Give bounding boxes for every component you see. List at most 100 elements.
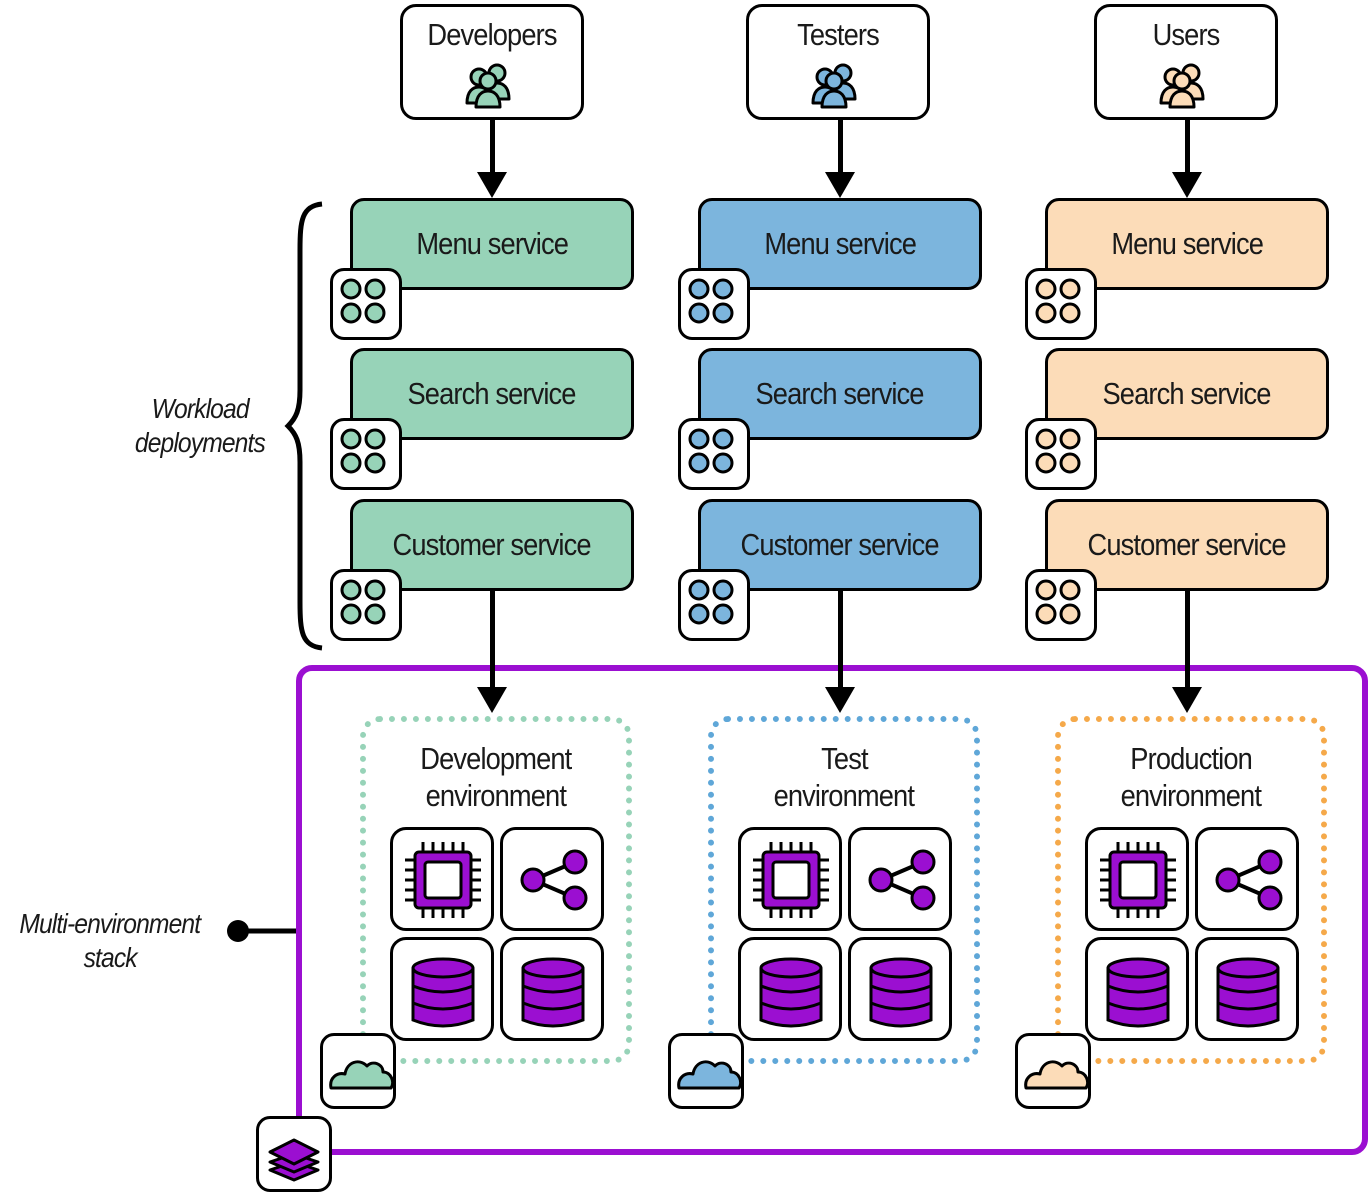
storage-resource — [1085, 937, 1189, 1041]
arrow-actor-to-service-0-shaft — [490, 120, 495, 174]
env-title-line2: environment — [1120, 778, 1262, 813]
multi-environment-stack-label: Multi-environment stack — [0, 907, 220, 975]
actor-label: Testers — [797, 17, 880, 52]
share-network-icon — [868, 849, 936, 911]
arrow-service-to-env-1-head — [825, 687, 855, 713]
database-icon — [411, 957, 475, 1028]
pod-badge — [330, 569, 402, 641]
people-group-icon — [1159, 63, 1205, 109]
pod-badge — [678, 569, 750, 641]
arrow-service-to-env-2-head — [1172, 687, 1202, 713]
arrow-service-to-env-2-shaft — [1185, 590, 1190, 689]
container-pod-icon — [340, 278, 386, 324]
container-pod-icon — [1035, 428, 1081, 474]
pod-badge — [330, 268, 402, 340]
service-label: Search service — [1102, 376, 1272, 411]
curly-brace — [284, 201, 323, 651]
container-pod-icon — [1035, 278, 1081, 324]
pod-badge — [1025, 418, 1097, 490]
cloud-icon — [1024, 1060, 1090, 1090]
environment-box — [360, 716, 632, 1064]
arrow-service-to-env-0-head — [477, 687, 507, 713]
compute-resource — [1085, 827, 1189, 931]
service-label: Customer service — [740, 527, 940, 562]
cpu-chip-icon — [1100, 842, 1176, 918]
pod-badge — [1025, 569, 1097, 641]
arrow-actor-to-service-1-head — [825, 172, 855, 198]
storage-resource — [738, 937, 842, 1041]
arrow-actor-to-service-2-head — [1172, 172, 1202, 198]
stack-layers-badge — [256, 1116, 332, 1192]
database-icon — [521, 957, 585, 1028]
pod-badge — [330, 418, 402, 490]
stack-line1: Multi-environment — [19, 908, 202, 939]
cloud-badge — [668, 1033, 744, 1109]
actor-box-testers: Testers — [746, 4, 930, 120]
actor-box-users: Users — [1094, 4, 1278, 120]
arrow-service-to-env-1-shaft — [838, 590, 843, 689]
env-title-line2: environment — [425, 778, 567, 813]
multi-environment-stack-container — [296, 665, 1368, 1155]
cloud-icon — [677, 1060, 743, 1090]
service-box: Search service — [1045, 348, 1329, 440]
container-pod-icon — [688, 278, 734, 324]
network-resource — [848, 827, 952, 931]
people-group-icon — [811, 63, 857, 109]
network-resource — [500, 827, 604, 931]
stack-connector — [227, 920, 298, 942]
share-network-icon — [520, 849, 588, 911]
env-title-line1: Development — [420, 741, 572, 776]
network-resource — [1195, 827, 1299, 931]
env-title-line2: environment — [773, 778, 915, 813]
container-pod-icon — [688, 579, 734, 625]
storage-resource — [848, 937, 952, 1041]
service-box: Customer service — [1045, 499, 1329, 591]
share-network-icon — [1215, 849, 1283, 911]
database-icon — [869, 957, 933, 1028]
database-icon — [759, 957, 823, 1028]
arrow-actor-to-service-2-shaft — [1185, 120, 1190, 174]
service-box: Customer service — [698, 499, 982, 591]
container-pod-icon — [1035, 579, 1081, 625]
env-title-line1: Test — [820, 741, 868, 776]
pod-badge — [678, 268, 750, 340]
container-pod-icon — [688, 428, 734, 474]
arrow-service-to-env-0-shaft — [490, 590, 495, 689]
stack-line2: stack — [83, 942, 137, 973]
pod-badge — [678, 418, 750, 490]
container-pod-icon — [340, 579, 386, 625]
compute-resource — [390, 827, 494, 931]
compute-resource — [738, 827, 842, 931]
workload-line1: Workload — [151, 393, 249, 424]
service-label: Menu service — [1111, 226, 1264, 261]
workload-line2: deployments — [134, 427, 266, 458]
cpu-chip-icon — [405, 842, 481, 918]
arrow-actor-to-service-0-head — [477, 172, 507, 198]
env-title-line1: Production — [1130, 741, 1253, 776]
people-group-icon — [465, 63, 511, 109]
cloud-badge — [1015, 1033, 1091, 1109]
actor-label: Developers — [427, 17, 557, 52]
container-pod-icon — [340, 428, 386, 474]
environment-box — [1055, 716, 1327, 1064]
database-icon — [1216, 957, 1280, 1028]
cpu-chip-icon — [753, 842, 829, 918]
service-label: Customer service — [392, 527, 592, 562]
actor-label: Users — [1152, 17, 1221, 52]
environment-box — [708, 716, 980, 1064]
actor-box-developers: Developers — [400, 4, 584, 120]
cloud-badge — [320, 1033, 396, 1109]
service-label: Customer service — [1087, 527, 1287, 562]
storage-resource — [1195, 937, 1299, 1041]
cloud-icon — [329, 1060, 395, 1090]
storage-resource — [500, 937, 604, 1041]
service-label: Search service — [407, 376, 577, 411]
service-label: Menu service — [416, 226, 569, 261]
service-label: Search service — [755, 376, 925, 411]
arrow-actor-to-service-1-shaft — [838, 120, 843, 174]
workload-deployments-label: Workload deployments — [110, 392, 290, 460]
database-icon — [1106, 957, 1170, 1028]
